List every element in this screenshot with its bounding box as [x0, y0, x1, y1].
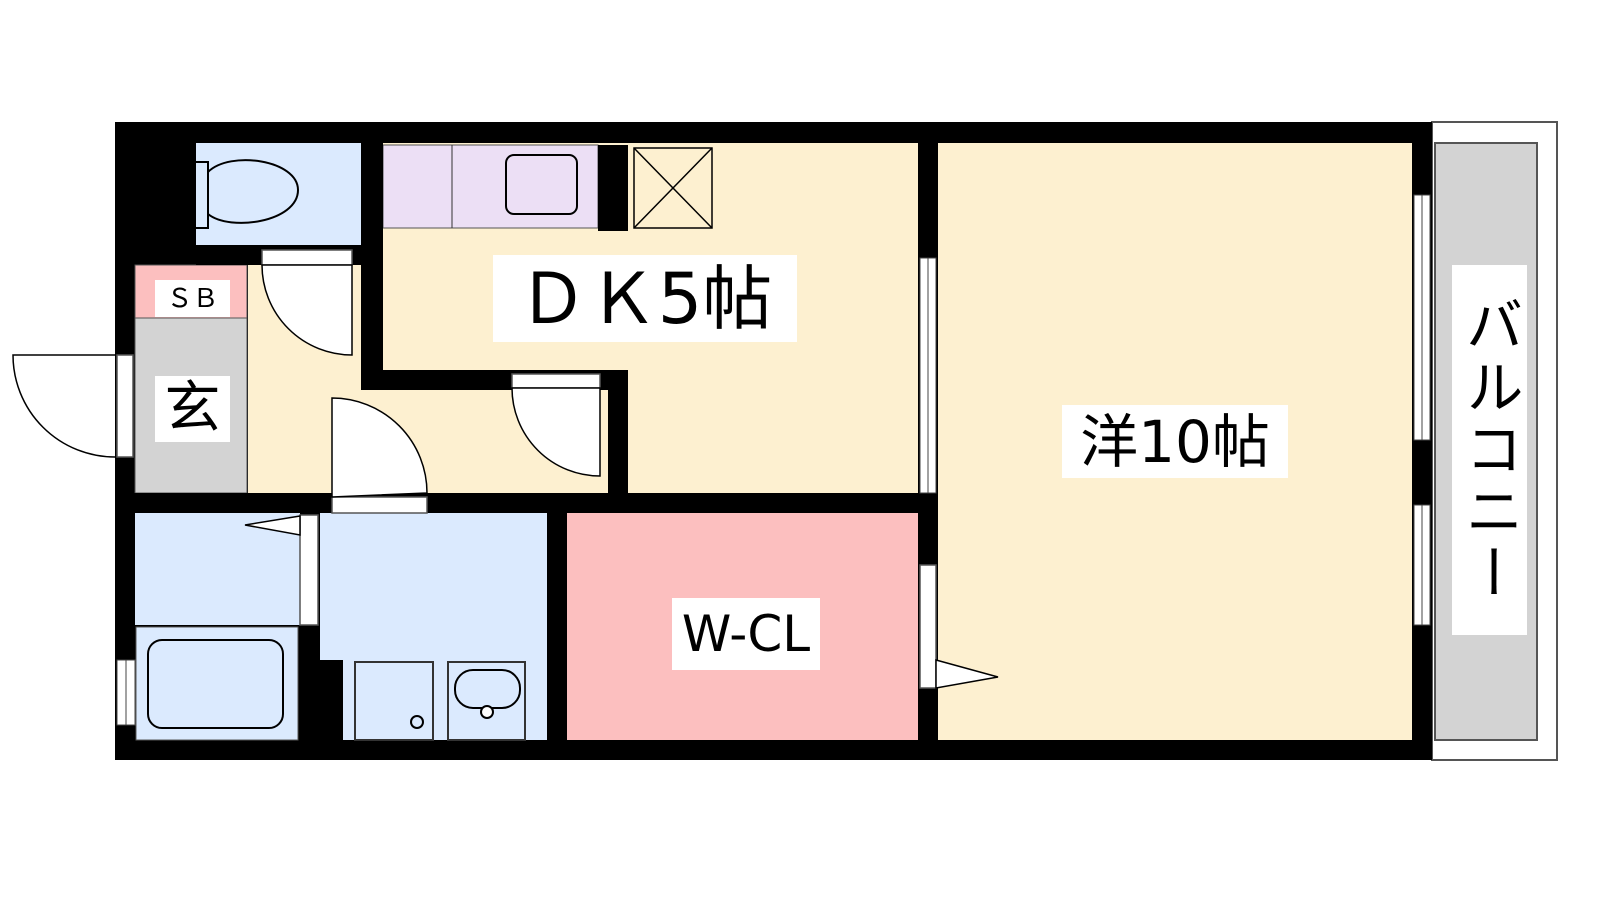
dk-window	[919, 257, 937, 494]
bath-window	[116, 659, 136, 726]
toilet-icon	[196, 159, 300, 229]
dk-floor-lower	[628, 370, 918, 493]
sink-icon	[505, 154, 578, 215]
room-label-western: 洋10帖	[1062, 405, 1288, 478]
washroom	[320, 513, 547, 660]
room-label-dk: ＤＫ5帖	[493, 255, 797, 342]
room-label-walk-in-closet: W-CL	[672, 598, 820, 670]
room-label-shoe-box: ＳＢ	[155, 280, 230, 317]
bathtub-icon	[147, 639, 284, 729]
room-label-entrance: 玄	[155, 376, 230, 442]
western-window-lower	[1413, 504, 1431, 626]
entrance-door[interactable]	[12, 354, 134, 458]
room-label-balcony: バルコニー	[1452, 265, 1527, 635]
doors	[12, 249, 999, 689]
toilet-room	[196, 143, 361, 245]
windows	[116, 194, 1431, 726]
bathroom-folding-door[interactable]	[244, 514, 319, 626]
bathroom	[135, 626, 299, 741]
closet-door[interactable]	[919, 564, 999, 689]
hall-to-dk-door[interactable]	[511, 373, 601, 477]
kitchen-counter	[382, 144, 713, 231]
bathroom-front	[135, 513, 300, 625]
toilet-door[interactable]	[261, 249, 353, 356]
western-window-upper	[1413, 194, 1431, 441]
washroom-door[interactable]	[331, 397, 428, 514]
refrigerator-space-icon	[633, 147, 713, 229]
washbasin-icon	[447, 661, 526, 741]
washing-machine-space-icon	[354, 661, 434, 741]
